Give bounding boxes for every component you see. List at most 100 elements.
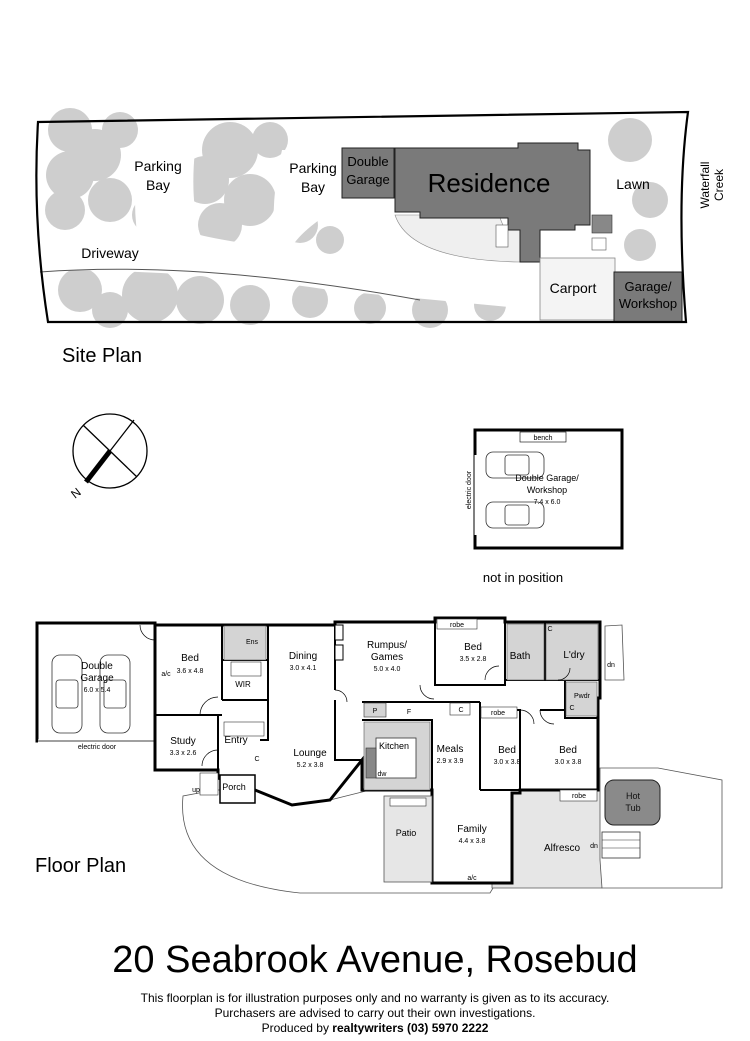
producer-credit: Produced by realtywriters (03) 5970 2222	[262, 1021, 489, 1035]
robe2-label: robe	[491, 710, 505, 717]
c1-label: C	[547, 626, 552, 633]
site-label-residence: Residence	[428, 168, 551, 198]
property-address: 20 Seabrook Avenue, Rosebud	[112, 939, 637, 981]
bed3-name: Bed	[498, 745, 516, 756]
robe-bed2	[436, 618, 478, 630]
site-garage-workshop	[613, 271, 683, 323]
site-plan: Parking Bay Parking Bay Double Garage Re…	[35, 108, 726, 367]
fridge-label: F	[407, 709, 411, 716]
patio-area	[383, 795, 433, 883]
ldry-label: L'dry	[563, 650, 584, 661]
outbuilding-bench-label: bench	[533, 435, 552, 442]
pantry-label: P	[373, 708, 378, 715]
robe-bed4	[559, 789, 598, 802]
pantry-icon	[363, 702, 387, 718]
garage-cars-icon	[51, 654, 131, 734]
outbuilding-name-b: Workshop	[527, 485, 567, 495]
ensuite-floor	[223, 625, 267, 661]
bed2-size: 3.5 x 2.8	[460, 656, 487, 663]
powder-floor	[565, 681, 598, 717]
site-boundary	[35, 110, 690, 324]
floor-plan-labels: Double Garage 6.0 x 5.4 electric door Be…	[78, 622, 641, 882]
car-icon	[485, 451, 545, 529]
robe3-label: robe	[572, 793, 586, 800]
lounge-size: 5.2 x 3.8	[297, 762, 324, 769]
site-residence	[394, 142, 591, 263]
site-label-parking-bay-1-b: Bay	[146, 177, 170, 193]
compass-north-label: N	[68, 485, 83, 501]
hot-tub-label-b: Tub	[625, 803, 640, 813]
robe1-label: robe	[450, 622, 464, 629]
dn2-label: dn	[590, 843, 598, 850]
bed4-name: Bed	[559, 745, 577, 756]
meals-size: 2.9 x 3.9	[437, 758, 464, 765]
patio-label: Patio	[396, 828, 417, 838]
laundry-floor	[545, 623, 599, 681]
study-shelf	[223, 721, 265, 737]
porch-label: Porch	[222, 782, 246, 792]
porch	[219, 774, 256, 804]
site-label-carport: Carport	[550, 280, 597, 296]
ac2-label: a/c	[467, 875, 477, 882]
outbuilding-door-label: electric door	[466, 470, 473, 509]
dn1-label: dn	[607, 662, 615, 669]
family-size: 4.4 x 3.8	[459, 838, 486, 845]
site-step	[495, 224, 509, 248]
wir-label: WIR	[235, 680, 251, 689]
site-double-garage	[341, 147, 395, 199]
site-label-waterfall-creek-b: Creek	[712, 168, 726, 201]
pwdr-label: Pwdr	[574, 693, 591, 700]
kitchen-label: Kitchen	[379, 741, 409, 751]
parking-bay-1-area	[135, 150, 195, 252]
c3-label: C	[254, 756, 259, 763]
producer-prefix: Produced by	[262, 1021, 329, 1035]
site-label-double-garage-b: Garage	[346, 172, 389, 187]
up-label: up	[192, 787, 200, 794]
c4-label: C	[569, 705, 574, 712]
garage-name-b: Garage	[80, 673, 114, 684]
lounge-name: Lounge	[293, 748, 327, 759]
cupboard-meals	[449, 702, 471, 716]
bed2-name: Bed	[464, 642, 482, 653]
outbuilding-note: not in position	[483, 570, 563, 585]
garage-size: 6.0 x 5.4	[84, 687, 111, 694]
ac1-label: a/c	[161, 671, 171, 678]
family-name: Family	[457, 824, 486, 835]
parking-bay-2-area	[273, 150, 342, 250]
hot-tub-icon	[604, 779, 661, 826]
floor-plan-heading: Floor Plan	[35, 855, 126, 877]
bath-floor	[506, 623, 545, 681]
bed4-size: 3.0 x 3.8	[555, 759, 582, 766]
disclaimer-line-2: Purchasers are advised to carry out thei…	[215, 1006, 536, 1020]
study-size: 3.3 x 2.6	[170, 750, 197, 757]
stairs-top	[604, 624, 625, 681]
bed1-name: Bed	[181, 653, 199, 664]
site-step-2	[591, 237, 607, 251]
wir-shelf	[230, 661, 262, 677]
site-hot-tub	[591, 214, 613, 234]
garage-door-label: electric door	[78, 744, 117, 751]
rumpus-name-a: Rumpus/	[367, 640, 407, 651]
kitchen-island	[375, 737, 417, 779]
producer-phone: (03) 5970 2222	[407, 1021, 489, 1035]
door-swings	[139, 624, 571, 767]
porch-steps	[199, 772, 219, 796]
robe-bed3	[480, 706, 518, 719]
dining-name: Dining	[289, 651, 317, 662]
site-label-lawn: Lawn	[616, 176, 649, 192]
footer: 20 Seabrook Avenue, Rosebud This floorpl…	[112, 939, 637, 1035]
bed3-size: 3.0 x 3.8	[494, 759, 521, 766]
compass-needle-north	[84, 449, 112, 484]
patio-bench	[389, 797, 427, 807]
meals-name: Meals	[437, 744, 464, 755]
site-label-driveway: Driveway	[81, 245, 139, 261]
site-label-parking-bay-2-a: Parking	[289, 160, 336, 176]
driveway-line	[39, 268, 421, 301]
hot-tub-label-a: Hot	[626, 791, 641, 801]
site-label-parking-bay-1-a: Parking	[134, 158, 181, 174]
ens-label: Ens	[246, 639, 259, 646]
rumpus-name-b: Games	[371, 652, 403, 663]
site-label-parking-bay-2-b: Bay	[301, 179, 325, 195]
c2-label: C	[458, 707, 463, 714]
entry-label: Entry	[224, 735, 247, 746]
